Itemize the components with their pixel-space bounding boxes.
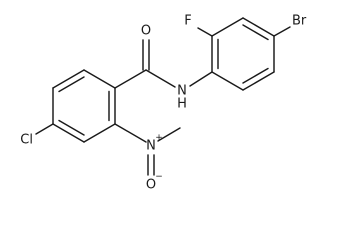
nitro-n-charge: +	[155, 133, 163, 143]
bond	[52, 123, 85, 143]
bond	[83, 69, 116, 89]
double-bond-inner	[58, 119, 85, 136]
bond-ring-carbonyl	[114, 69, 147, 89]
double-bond-inner	[242, 67, 269, 84]
bond-c-br	[273, 26, 291, 37]
chemical-structure: Cl O N H N + O − F Br	[20, 14, 307, 193]
bond-c-n-amide	[145, 69, 176, 88]
double-bond-inner	[242, 24, 269, 41]
bond	[83, 123, 116, 143]
atom-amide-n: N	[177, 84, 187, 99]
bond	[211, 71, 244, 91]
atom-oxygen-carbonyl: O	[141, 24, 151, 39]
atom-amide-h: H	[177, 97, 187, 112]
bond	[52, 69, 85, 89]
bond	[242, 71, 275, 91]
right-benzene-ring	[211, 17, 275, 91]
bond	[242, 17, 275, 37]
atom-nitro-o: O	[146, 178, 156, 193]
atom-bromine: Br	[292, 14, 307, 29]
bond-n-aryl	[189, 71, 213, 87]
bond	[211, 17, 244, 37]
bond-n-o-single	[157, 127, 181, 142]
bond-c-f	[197, 27, 213, 37]
atom-nitro-n: N	[146, 139, 156, 154]
bond-ring-nitro	[114, 123, 147, 143]
left-benzene-ring	[52, 69, 116, 143]
atom-chlorine: Cl	[20, 133, 33, 148]
atom-fluorine: F	[184, 14, 191, 29]
bond-c-cl	[35, 123, 54, 135]
nitro-o-charge: −	[155, 172, 163, 182]
double-bond-inner	[58, 76, 85, 93]
